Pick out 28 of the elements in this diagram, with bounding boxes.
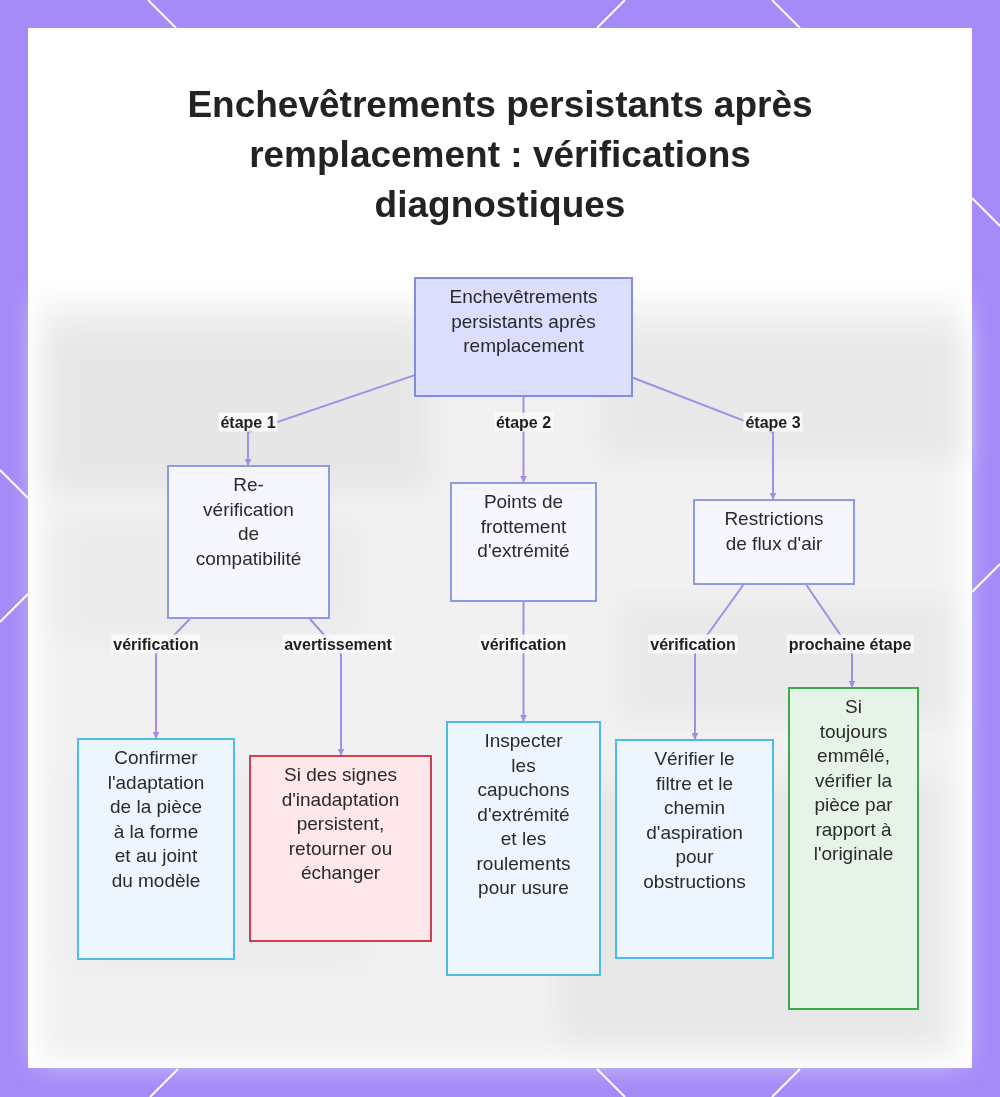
node-text: Inspecter les capuchons d'extrémité et les roulements pour usure: [475, 729, 572, 900]
process-box: [788, 687, 919, 1010]
process-box: [615, 739, 774, 959]
node-text: Si des signes d'inadaptation persistent, retourner ou échanger: [280, 763, 401, 885]
process-box: [446, 721, 601, 976]
process-box: [414, 277, 633, 397]
edge-label: prochaine étape: [786, 634, 914, 654]
node-text: Confirmer l'adaptation de la pièce à la forme et au joint du modèle: [106, 746, 206, 893]
node-text: Restrictions de flux d'air: [723, 507, 825, 556]
process-box: [167, 465, 330, 619]
node-text: Enchevêtrements persistants après remplacement: [448, 285, 599, 358]
edge-label: vérification: [478, 634, 569, 654]
process-box: [77, 738, 235, 960]
edge-label: avertissement: [282, 634, 394, 654]
process-box: [693, 499, 855, 585]
node-text: Re-vérification de compatibilité: [194, 473, 303, 571]
node-text: Vérifier le filtre et le chemin d'aspiration pour obstructions: [642, 747, 747, 894]
process-box: [450, 482, 597, 602]
edge-label: étape 1: [218, 412, 278, 432]
process-box: [249, 755, 432, 942]
edge-label: vérification: [648, 634, 738, 654]
node-text: Si toujours emmêlé, vérifier la pièce par rapport à l'originale: [812, 695, 895, 866]
edge-label: étape 2: [493, 412, 554, 432]
node-text: Points de frottement d'extrémité: [476, 490, 571, 563]
connector-arrow: [691, 584, 745, 740]
edge-label: étape 3: [743, 412, 803, 432]
diagram-title: Enchevêtrements persistants après remplacement : vérifications diagnostiques: [186, 83, 814, 227]
edge-label: vérification: [111, 634, 201, 654]
